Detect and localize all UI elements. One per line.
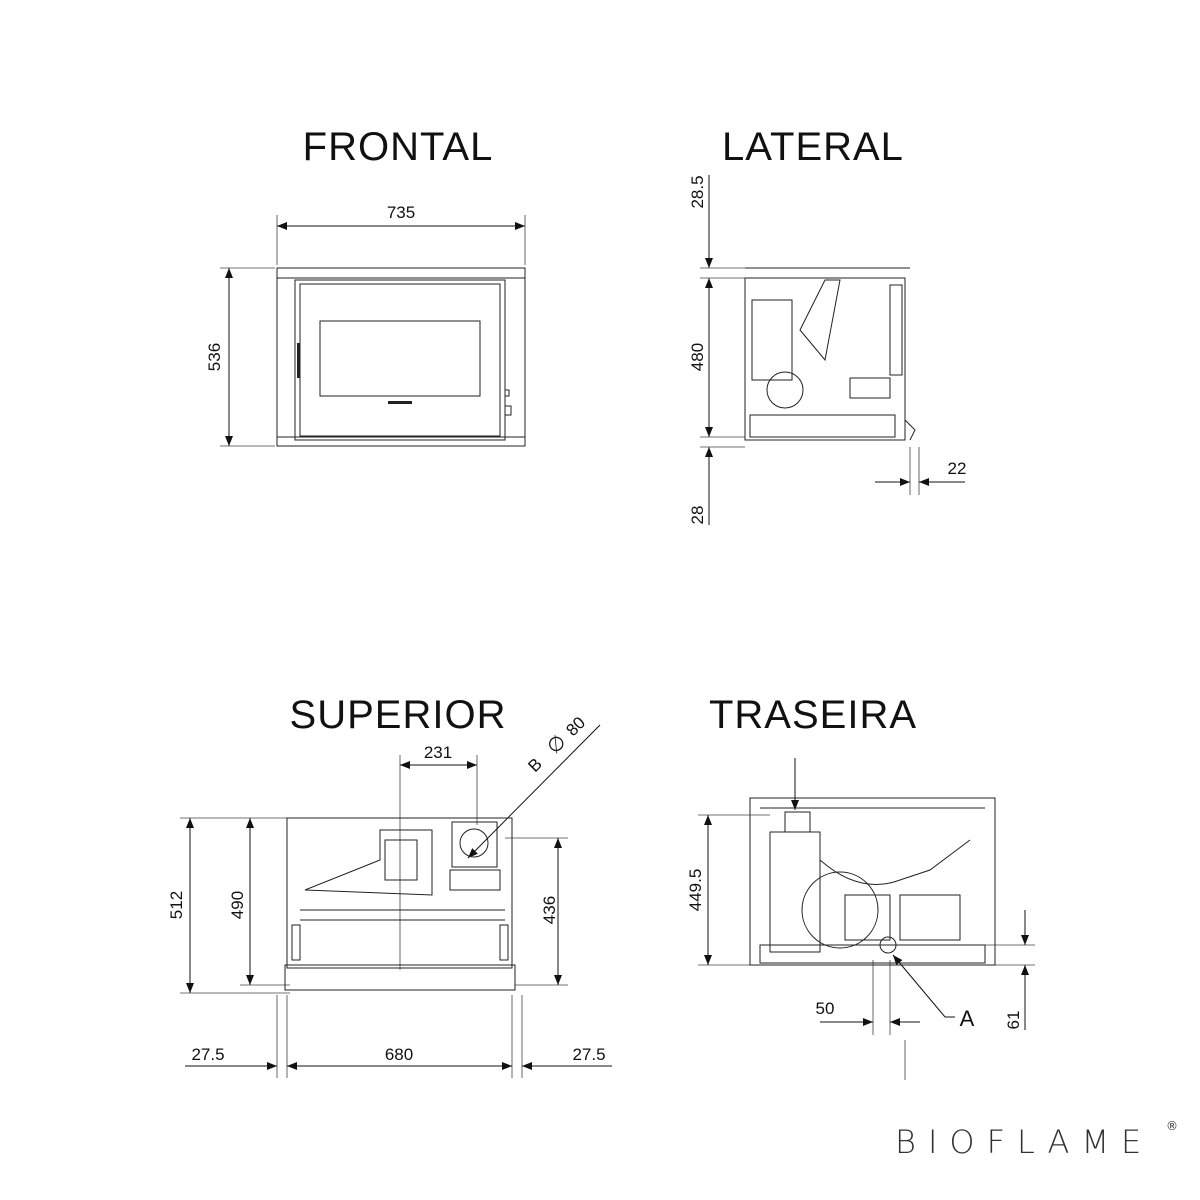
diameter-symbol: ∅ [543,731,571,759]
lateral-height-label: 480 [688,343,707,371]
superior-margin-right-label: 27.5 [572,1045,605,1064]
frontal-title: FRONTAL [303,125,494,169]
superior-margin-left-label: 27.5 [191,1045,224,1064]
traseira-height-label: 449.5 [686,869,705,912]
frontal-height-label: 536 [205,343,224,371]
superior-flue-diameter-label: 80 [562,713,589,740]
frontal-width-label: 735 [387,203,415,222]
traseira-stove [749,797,996,966]
frontal-stove [276,267,526,447]
superior-width-label: 680 [385,1045,413,1064]
traseira-point-label: A [960,1006,975,1031]
superior-flue-offset-label: 231 [424,743,452,762]
brand-logo-text: BIOFLAME [895,1123,1153,1161]
bioflame-logo: BIOFLAME ® [895,1119,1178,1161]
superior-depth-inner-label: 436 [540,896,559,924]
superior-depth-total-label: 512 [167,891,186,919]
superior-stove [284,817,516,991]
superior-title: SUPERIOR [290,693,507,737]
lateral-offset-label: 22 [948,459,967,478]
frontal-view: FRONTAL 735 536 [205,125,526,447]
superior-view: SUPERIOR 231 B ∅ 80 512 490 436 27.5 680… [167,693,612,1078]
lateral-title: LATERAL [722,125,904,169]
lateral-view: LATERAL 28.5 480 28 22 [688,125,966,525]
traseira-offset-y-label: 61 [1004,1011,1023,1030]
traseira-title: TRASEIRA [709,693,917,737]
flue-leader-line [467,724,601,859]
superior-flue-label: B [524,754,545,775]
lateral-top-gap-label: 28.5 [688,175,707,208]
registered-mark: ® [1166,1119,1178,1133]
traseira-view: TRASEIRA 449.5 50 A 61 [686,693,1035,1080]
lateral-bottom-gap-label: 28 [688,506,707,525]
lateral-stove [744,267,916,441]
traseira-offset-x-label: 50 [816,999,835,1018]
superior-depth-body-label: 490 [228,891,247,919]
